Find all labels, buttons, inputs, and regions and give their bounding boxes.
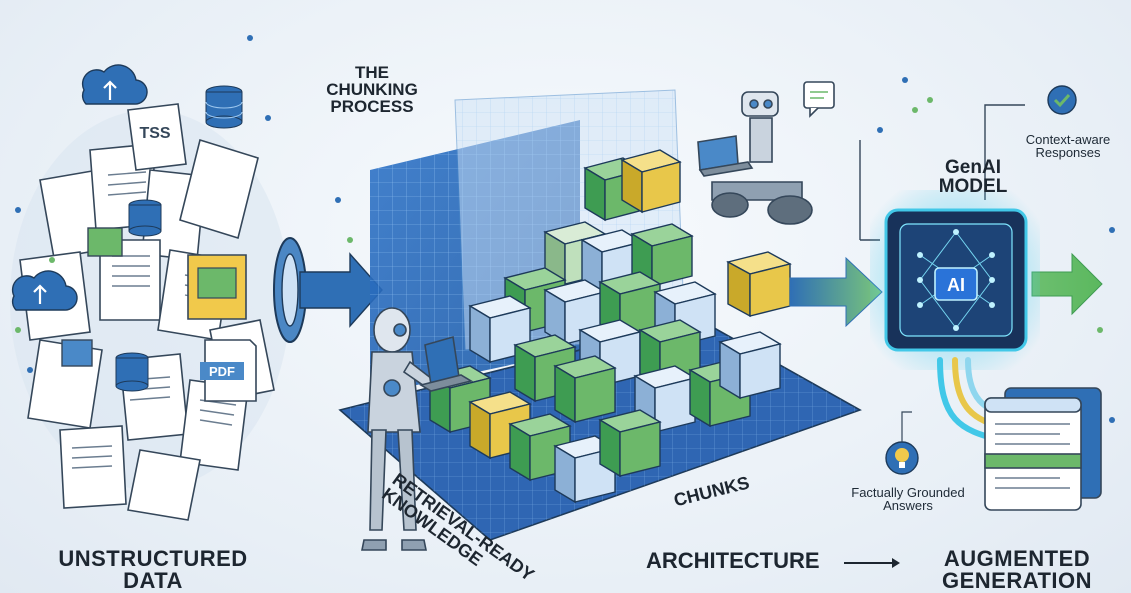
label-unstructured-data: UNSTRUCTURED DATA xyxy=(58,546,248,593)
pdf-document-icon: PDF xyxy=(200,339,257,402)
label-augmented-generation: AUGMENTED GENERATION xyxy=(941,546,1093,593)
document-pile: PDF TSS xyxy=(10,35,290,521)
robot-humanoid-icon xyxy=(361,307,474,551)
architecture-arrow xyxy=(844,558,900,568)
connector-line xyxy=(984,104,1025,200)
robot-rover-icon xyxy=(697,81,835,225)
database-icon xyxy=(205,85,243,129)
lightbulb-icon xyxy=(885,411,919,475)
label-genai-model: GenAI MODEL xyxy=(938,157,1008,197)
chunk-to-model-arrow xyxy=(789,256,883,328)
cloud-upload-icon xyxy=(11,270,78,311)
laptop-icon xyxy=(697,135,754,177)
database-icon xyxy=(128,199,162,237)
label-chunking-process: THE CHUNKING PROCESS xyxy=(326,63,418,116)
tss-document-icon: TSS xyxy=(127,103,187,171)
input-funnel xyxy=(273,237,383,343)
tss-tag: TSS xyxy=(139,125,170,142)
folder-icon xyxy=(187,254,247,320)
model-output-arrow xyxy=(1031,252,1103,316)
label-factually-grounded-answers: Factually Grounded Answers xyxy=(851,485,965,513)
database-icon xyxy=(115,352,149,392)
label-context-aware-responses: Context-aware Responses xyxy=(1025,132,1111,160)
chat-bubble-icon xyxy=(803,81,835,118)
ai-neural-chip-icon xyxy=(870,190,1040,370)
label-architecture: ARCHITECTURE xyxy=(646,548,820,573)
cloud-upload-icon xyxy=(81,64,148,105)
checkmark-badge-icon xyxy=(1047,85,1077,115)
ai-chip-label: AI xyxy=(947,275,965,295)
pdf-tag: PDF xyxy=(209,364,235,379)
laptop-icon xyxy=(418,335,474,392)
chunk-cubes xyxy=(428,149,792,504)
browser-window-icon xyxy=(984,387,1102,511)
selected-chunk-cube xyxy=(726,251,792,318)
